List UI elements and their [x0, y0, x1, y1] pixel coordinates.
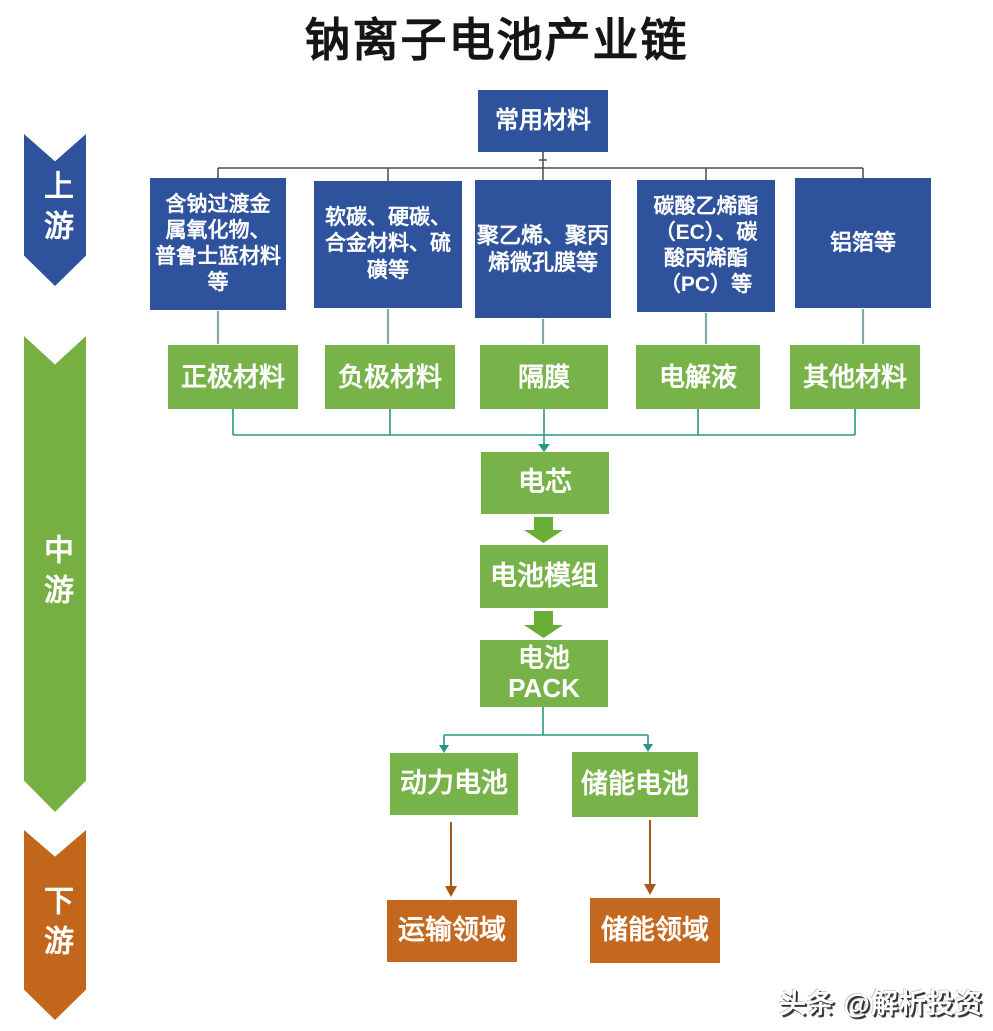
- cell-arrowhead: [538, 444, 550, 452]
- stage-label-downstream: 下游: [39, 885, 72, 965]
- downstream-arrow-lines: [450, 820, 651, 886]
- module-to-pack-arrow: [524, 611, 563, 638]
- stage-chevron-upstream: 上游: [24, 134, 86, 286]
- node-other-raw-materials: 铝箔等: [795, 178, 931, 308]
- cell-to-module-arrow: [524, 517, 563, 543]
- page-title: 钠离子电池产业链: [304, 14, 689, 66]
- node-separator: 隔膜: [480, 345, 608, 409]
- node-anode-material: 负极材料: [325, 345, 455, 409]
- node-separator-raw-materials: 聚乙烯、聚丙 烯微孔膜等: [475, 180, 611, 318]
- node-other-materials: 其他材料: [790, 345, 920, 409]
- node-storage-field: 储能领域: [590, 898, 720, 963]
- pack-branch-connector: [443, 707, 649, 746]
- storage-battery-arrowhead: [643, 744, 653, 752]
- transport-arrowhead: [445, 886, 457, 897]
- stage-chevron-midstream: 中游: [24, 336, 86, 812]
- node-anode-raw-materials: 软碳、硬碳、 合金材料、硫 磺等: [314, 181, 462, 308]
- node-power-battery: 动力电池: [390, 753, 518, 815]
- node-battery-pack: 电池 PACK: [480, 640, 608, 707]
- root-to-materials-connector: [217, 152, 864, 181]
- node-electrolyte-raw-materials: 碳酸乙烯酯 （EC）、碳 酸丙烯酯 （PC）等: [637, 180, 775, 312]
- stage-chevron-downstream: 下游: [24, 830, 86, 1020]
- stage-label-upstream: 上游: [39, 170, 72, 250]
- node-transport-field: 运输领域: [387, 900, 517, 962]
- watermark: 头条 @解析投资: [779, 989, 983, 1019]
- node-battery-cell: 电芯: [481, 452, 609, 514]
- node-battery-module: 电池模组: [480, 545, 608, 608]
- components-to-cell-connector: [232, 409, 856, 445]
- stage-label-midstream: 中游: [39, 534, 72, 614]
- node-storage-battery: 储能电池: [572, 752, 698, 817]
- node-cathode-raw-materials: 含钠过渡金 属氧化物、 普鲁士蓝材料 等: [150, 178, 286, 310]
- node-common-materials: 常用材料: [478, 90, 608, 152]
- power-battery-arrowhead: [439, 745, 449, 753]
- node-cathode-material: 正极材料: [168, 345, 298, 409]
- node-electrolyte: 电解液: [636, 345, 760, 409]
- storage-field-arrowhead: [644, 884, 656, 895]
